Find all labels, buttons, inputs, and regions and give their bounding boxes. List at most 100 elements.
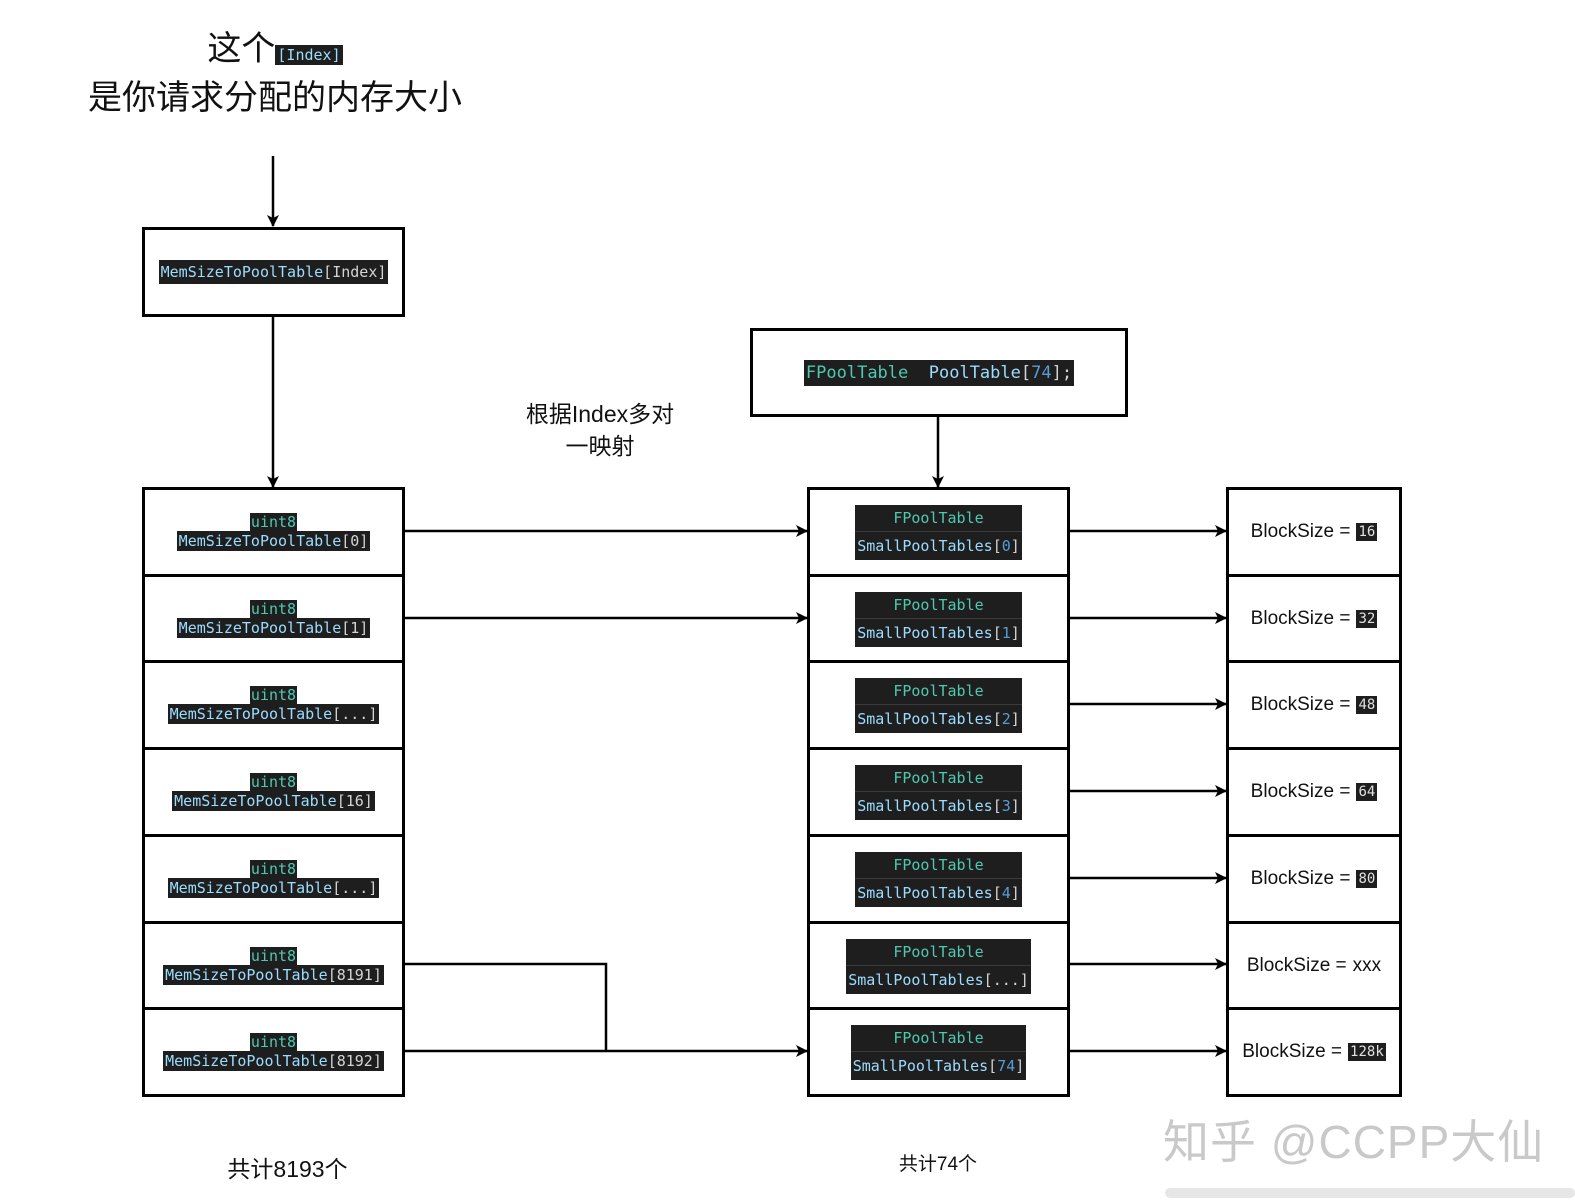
row-index: [8191]: [327, 966, 382, 984]
row-type: uint8: [249, 1033, 298, 1051]
row-type: uint8: [249, 686, 298, 704]
row-code-block: FPoolTable SmallPoolTables[4]: [855, 851, 1022, 907]
row-name: SmallPoolTables[3]: [855, 792, 1022, 820]
row-index: [0]: [341, 532, 369, 550]
row-name: SmallPoolTables[1]: [855, 619, 1022, 647]
watermark: 知乎 @CCPP大仙: [1163, 1116, 1545, 1168]
pool-close: ];: [1051, 362, 1073, 383]
row-id: SmallPoolTables: [857, 536, 993, 555]
row-index: [...]: [332, 705, 378, 723]
row-index: 4: [1001, 883, 1011, 902]
row-close: ]: [1010, 796, 1020, 815]
row-id: SmallPoolTables: [852, 1056, 989, 1075]
row-id: MemSizeToPoolTable: [169, 879, 333, 897]
row-index: [1]: [341, 619, 369, 637]
row-code-block: FPoolTable SmallPoolTables[74]: [850, 1024, 1027, 1080]
mem-size-table-row: uint8 MemSizeToPoolTable[1]: [142, 574, 405, 664]
lookup-code-bracket: [Index]: [323, 263, 387, 281]
mapping-label-line2: 一映射: [565, 433, 635, 459]
row-type: uint8: [249, 860, 298, 878]
row-open: [: [983, 970, 993, 989]
lookup-code-id: MemSizeToPoolTable: [160, 263, 324, 281]
block-size-label: BlockSize =: [1242, 1041, 1343, 1062]
block-size-value: 32: [1356, 610, 1378, 628]
block-size-label: BlockSize =: [1250, 694, 1351, 715]
row-name: MemSizeToPoolTable[...]: [167, 704, 380, 724]
mem-size-table-row: uint8 MemSizeToPoolTable[0]: [142, 487, 405, 577]
block-size-row: BlockSize =xxx: [1226, 921, 1402, 1011]
block-size-row: BlockSize =64: [1226, 747, 1402, 837]
row-name: MemSizeToPoolTable[8191]: [163, 965, 384, 985]
block-size-label: BlockSize =: [1250, 868, 1351, 889]
mem-size-table-row: uint8 MemSizeToPoolTable[...]: [142, 660, 405, 750]
row-name: SmallPoolTables[74]: [851, 1052, 1027, 1080]
row-code-block: FPoolTable SmallPoolTables[3]: [855, 764, 1022, 820]
row-open: [: [992, 883, 1002, 902]
mem-size-table-row: uint8 MemSizeToPoolTable[...]: [142, 834, 405, 924]
block-size-label: BlockSize =: [1250, 521, 1351, 542]
row-index: 3: [1001, 796, 1011, 815]
row-name: MemSizeToPoolTable[...]: [167, 878, 380, 898]
block-size-row: BlockSize = 32: [1226, 574, 1402, 664]
pool-open: [: [1020, 362, 1032, 383]
mem-size-table-row: uint8 MemSizeToPoolTable[8191]: [142, 921, 405, 1011]
row-type: FPoolTable: [855, 505, 1022, 532]
row-id: SmallPoolTables: [857, 796, 993, 815]
small-pool-table-row: FPoolTable SmallPoolTables[1]: [807, 574, 1070, 664]
row-index: 2: [1001, 709, 1011, 728]
pool-name: PoolTable: [928, 362, 1021, 383]
row-close: ]: [1015, 1056, 1025, 1075]
title: 这个[Index] 是你请求分配的内存大小: [60, 28, 490, 120]
title-line2: 是你请求分配的内存大小: [88, 78, 462, 118]
left-table-footer: 共计8193个: [227, 1156, 348, 1182]
row-type: FPoolTable: [846, 939, 1031, 966]
row-type: uint8: [249, 513, 298, 531]
row-id: MemSizeToPoolTable: [165, 1052, 328, 1070]
block-size-label: BlockSize =: [1250, 608, 1351, 629]
pool-declaration-code: FPoolTable PoolTable[74];: [803, 359, 1075, 386]
row-index: 74: [997, 1056, 1016, 1075]
mem-size-table-row: uint8 MemSizeToPoolTable[16]: [142, 747, 405, 837]
row-id: SmallPoolTables: [857, 623, 993, 642]
row-code-block: FPoolTable SmallPoolTables[...]: [846, 938, 1031, 994]
mapping-label: 根据Index多对 一映射: [490, 398, 710, 462]
bottom-scrollbar[interactable]: [1165, 1188, 1575, 1198]
block-size-row: BlockSize = 128k: [1226, 1007, 1402, 1097]
row-code-block: FPoolTable SmallPoolTables[2]: [855, 677, 1022, 733]
pool-declaration-box: FPoolTable PoolTable[74];: [750, 328, 1128, 417]
small-pool-table-row: FPoolTable SmallPoolTables[3]: [807, 747, 1070, 837]
row-close: ]: [1010, 623, 1020, 642]
row-open: [: [988, 1056, 998, 1075]
row-type: FPoolTable: [855, 852, 1022, 879]
row-name: SmallPoolTables[2]: [855, 705, 1022, 733]
block-size-label: BlockSize =: [1246, 955, 1347, 976]
block-size-row: BlockSize = 48: [1226, 660, 1402, 750]
row-code-block: FPoolTable SmallPoolTables[1]: [855, 591, 1022, 647]
row-close: ]: [1010, 883, 1020, 902]
block-size-value: 128k: [1348, 1043, 1386, 1061]
title-line1-text: 这个: [207, 29, 276, 69]
block-size-value: 48: [1356, 696, 1378, 714]
row-index: [16]: [336, 792, 373, 810]
block-size-row: BlockSize =80: [1226, 834, 1402, 924]
block-size-row: BlockSize =16: [1226, 487, 1402, 577]
small-pool-table-row: FPoolTable SmallPoolTables[74]: [807, 1007, 1070, 1097]
row-index: [8192]: [327, 1052, 382, 1070]
block-size-value: 64: [1356, 783, 1378, 801]
title-index-code: [Index]: [275, 45, 343, 65]
row-id: MemSizeToPoolTable: [174, 792, 337, 810]
row-id: SmallPoolTables: [857, 883, 993, 902]
row-id: MemSizeToPoolTable: [165, 966, 328, 984]
row-open: [: [992, 709, 1002, 728]
lookup-code: MemSizeToPoolTable[Index]: [158, 260, 389, 284]
row-id: MemSizeToPoolTable: [178, 619, 342, 637]
block-size-value: xxx: [1352, 955, 1382, 976]
row-index: [...]: [332, 879, 378, 897]
row-index: 1: [1001, 623, 1011, 642]
row-type: uint8: [249, 600, 298, 618]
row-type: uint8: [249, 947, 298, 965]
row-id: SmallPoolTables: [848, 970, 984, 989]
mapping-label-line1: 根据Index多对: [525, 401, 675, 427]
row-name: SmallPoolTables[...]: [846, 966, 1031, 994]
